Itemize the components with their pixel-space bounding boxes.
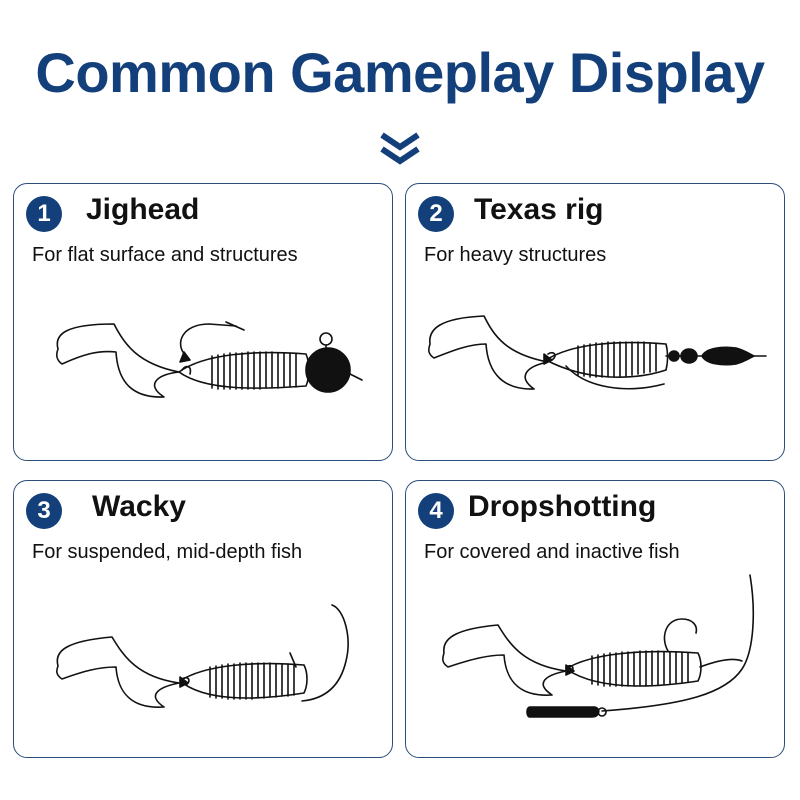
page-title: Common Gameplay Display <box>0 40 800 105</box>
card-texas-rig: 2 Texas rig For heavy structures <box>405 183 785 461</box>
wacky-rig-illustration <box>14 481 394 759</box>
card-wacky: 3 Wacky For suspended, mid-depth fish <box>13 480 393 758</box>
jighead-rig-illustration <box>14 184 394 462</box>
card-dropshotting: 4 Dropshotting For covered and inactive … <box>405 480 785 758</box>
dropshotting-rig-illustration <box>406 481 786 759</box>
texas-rig-illustration <box>406 184 786 462</box>
card-jighead: 1 Jighead For flat surface and structure… <box>13 183 393 461</box>
double-chevron-down-icon <box>380 132 420 166</box>
